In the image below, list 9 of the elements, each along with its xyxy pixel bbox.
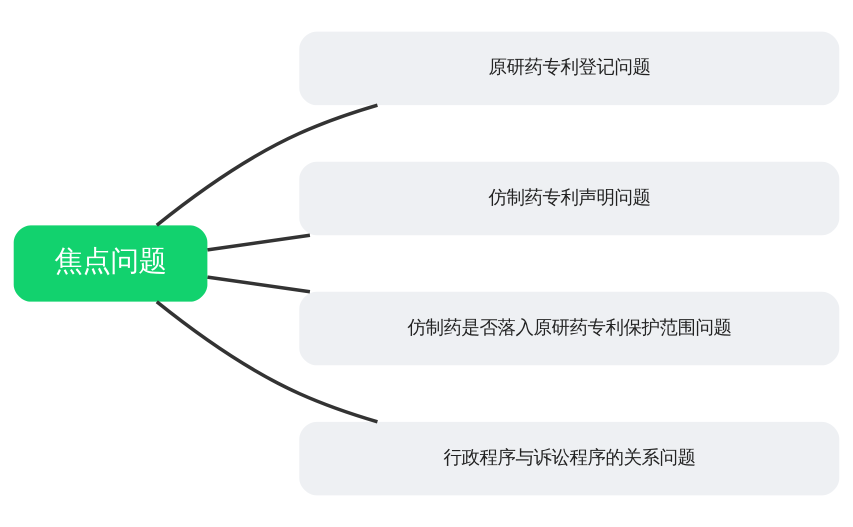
node-box: 仿制药专利声明问题 (299, 162, 840, 236)
connector (156, 104, 378, 227)
connector (207, 275, 310, 294)
node-box: 行政程序与诉讼程序的关系问题 (299, 422, 840, 496)
node-box: 焦点问题 (14, 225, 208, 302)
node-box: 原研药专利登记问题 (299, 32, 840, 106)
connector (156, 300, 378, 424)
connector (207, 234, 310, 252)
node-box: 仿制药是否落入原研药专利保护范围问题 (299, 292, 840, 366)
